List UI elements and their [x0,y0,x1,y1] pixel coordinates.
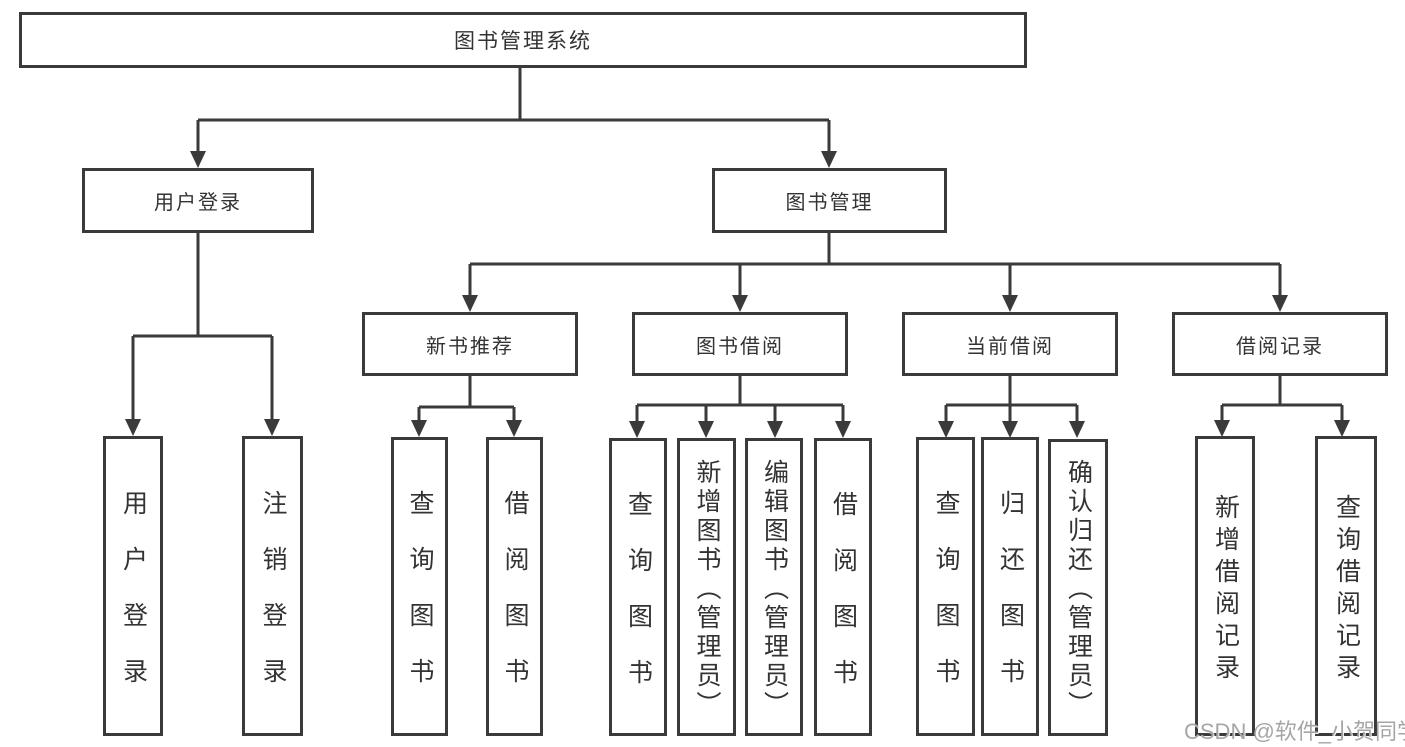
leaf-bb-borrow-books: 借阅图书 [814,438,872,736]
leaf-br-add-record-label: 新增借阅记录 [1211,493,1240,686]
leaf-cb-query-books: 查询图书 [916,437,975,736]
node-borrow-records: 借阅记录 [1172,312,1388,376]
leaf-nbr-borrow-books: 借阅图书 [486,437,543,736]
leaf-user-login-label: 用户登录 [119,489,148,714]
node-new-book-rec-label: 新书推荐 [426,335,514,358]
leaf-cb-return-books-label: 归还图书 [996,490,1025,714]
node-user-login-group-label: 用户登录 [154,192,242,214]
node-book-mgmt-group-label: 图书管理 [785,192,874,214]
leaf-cb-return-books: 归还图书 [981,437,1039,736]
leaf-cb-query-books-label: 查询图书 [932,490,960,714]
leaf-bb-edit-books: 编辑图书（管理员） [745,438,803,736]
leaf-logout-label: 注销登录 [259,489,287,714]
leaf-nbr-query-books-label: 查询图书 [406,490,434,714]
leaf-bb-query-books-label: 查询图书 [624,490,653,715]
leaf-bb-edit-books-label: 编辑图书（管理员） [760,458,789,720]
leaf-cb-confirm-return-label: 确认归还（管理员） [1064,459,1093,720]
leaf-nbr-query-books: 查询图书 [391,437,448,736]
node-borrow-records-label: 借阅记录 [1236,335,1324,358]
node-user-login-group: 用户登录 [82,168,314,233]
leaf-logout: 注销登录 [242,436,303,736]
node-book-mgmt-group: 图书管理 [712,168,947,233]
leaf-nbr-borrow-books-label: 借阅图书 [501,490,529,714]
leaf-bb-query-books: 查询图书 [609,438,667,736]
node-root-label: 图书管理系统 [454,30,592,53]
node-current-borrow-label: 当前借阅 [966,335,1054,358]
node-root: 图书管理系统 [19,12,1027,68]
node-current-borrow: 当前借阅 [902,312,1118,376]
leaf-br-query-record: 查询借阅记录 [1315,436,1377,736]
leaf-bb-borrow-books-label: 借阅图书 [829,490,858,715]
leaf-br-add-record: 新增借阅记录 [1195,436,1255,736]
leaf-user-login: 用户登录 [103,436,163,736]
node-new-book-rec: 新书推荐 [362,312,578,376]
node-book-borrow: 图书借阅 [632,312,848,376]
leaf-br-query-record-label: 查询借阅记录 [1332,493,1361,686]
node-book-borrow-label: 图书借阅 [696,335,784,358]
leaf-cb-confirm-return: 确认归还（管理员） [1048,439,1108,736]
watermark: CSDN @软件_小贺同学 [1184,719,1405,744]
leaf-bb-add-books-label: 新增图书（管理员） [693,458,721,720]
leaf-bb-add-books: 新增图书（管理员） [677,438,736,736]
